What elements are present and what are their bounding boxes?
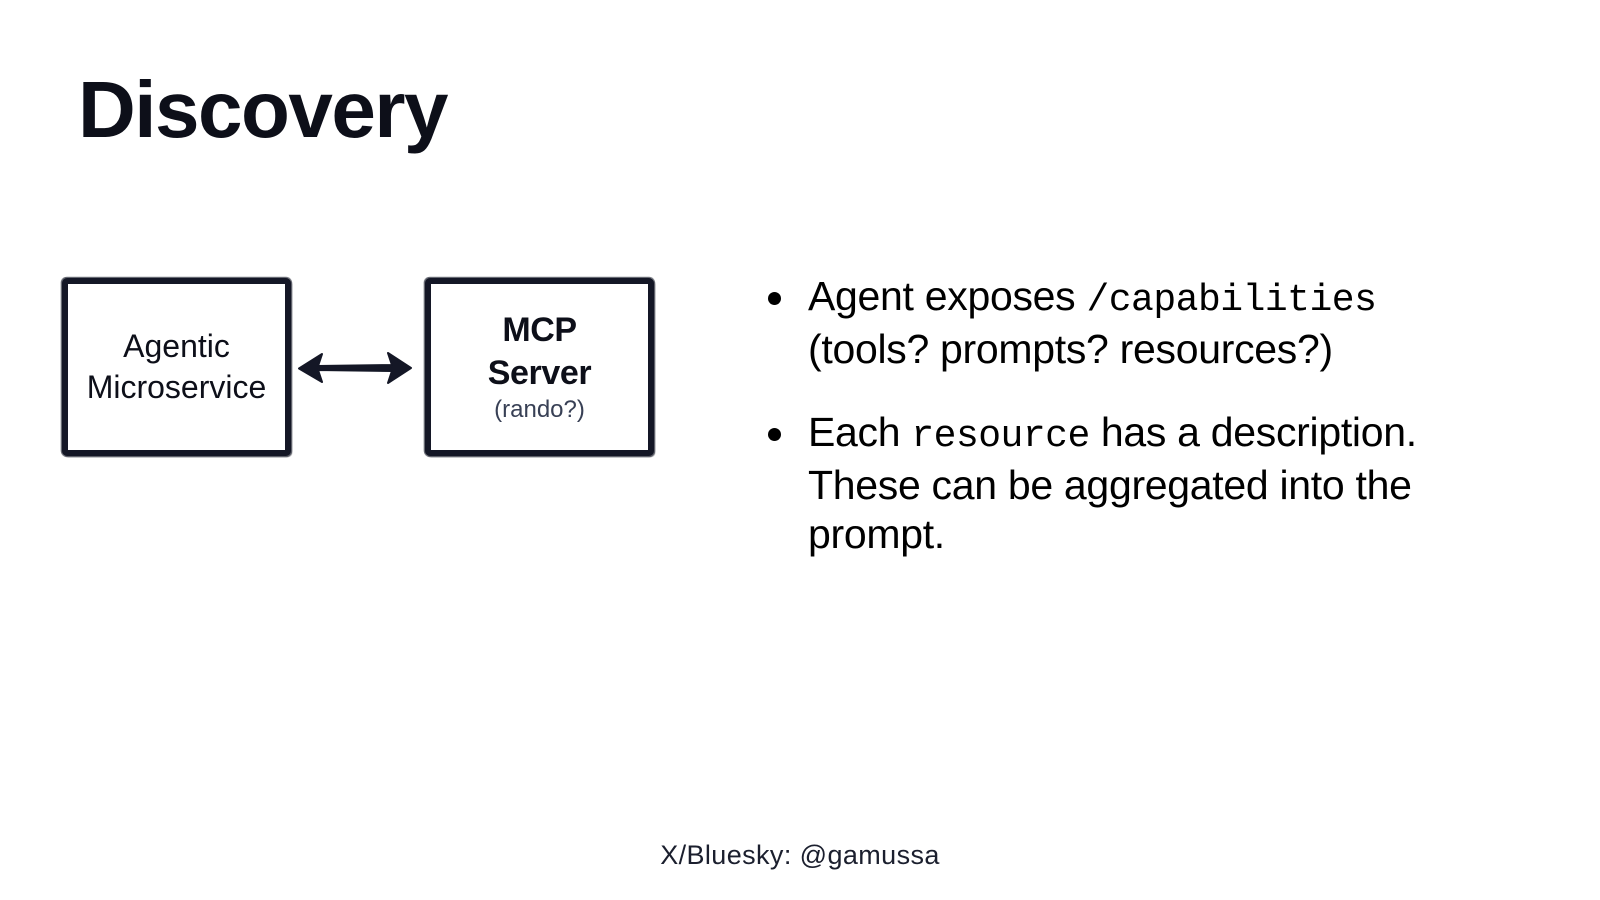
list-item: Agent exposes /capabilities (tools? prom… <box>760 272 1480 374</box>
bullet-text: Each resource has a description. These c… <box>808 409 1417 557</box>
list-item: Each resource has a description. These c… <box>760 408 1480 559</box>
bullet-dot-icon <box>768 292 781 305</box>
page-title: Discovery <box>78 65 448 154</box>
bidirectional-arrow-icon <box>296 338 414 398</box>
diagram-box-mcp-subtitle: (rando?) <box>494 395 585 423</box>
architecture-diagram: Agentic Microservice MCP Server (rando?) <box>0 250 720 490</box>
diagram-box-mcp-line2: Server <box>487 353 592 392</box>
diagram-box-agentic-line2: Microservice <box>86 369 267 405</box>
diagram-box-agentic-microservice: Agentic Microservice <box>62 278 291 456</box>
diagram-box-mcp-line1: MCP <box>502 311 577 350</box>
diagram-box-agentic-line1: Agentic <box>123 328 230 365</box>
diagram-box-mcp-server: MCP Server (rando?) <box>425 278 654 456</box>
bullet-dot-icon <box>768 428 781 441</box>
bullet-list: Agent exposes /capabilities (tools? prom… <box>760 272 1480 559</box>
bullet-text: Agent exposes /capabilities (tools? prom… <box>808 273 1377 372</box>
footer-handle: X/Bluesky: @gamussa <box>660 840 940 870</box>
